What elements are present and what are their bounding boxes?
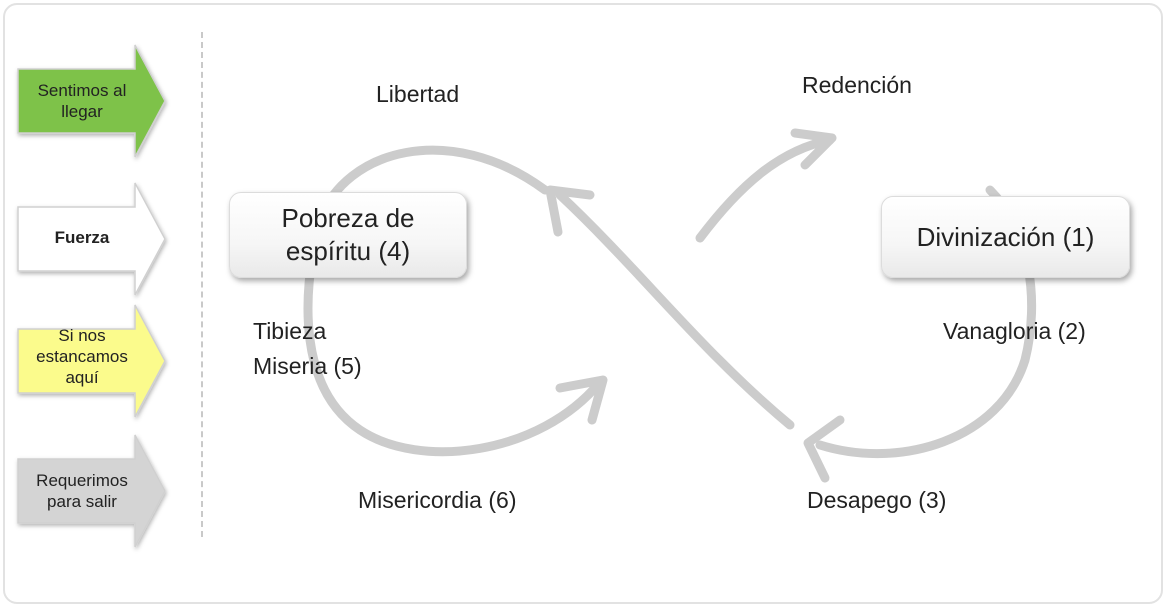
row-arrow-sentimos xyxy=(17,44,166,158)
box-divinizacion: Divinización (1) xyxy=(881,196,1130,278)
redencion-curve xyxy=(695,135,835,243)
arrowhead-desapego xyxy=(803,415,845,483)
arrowhead-redencion xyxy=(790,128,837,170)
dashed-divider xyxy=(201,32,203,537)
label-misericordia: Misericordia (6) xyxy=(358,487,517,513)
label-redencion: Redención xyxy=(802,72,912,98)
diagram-frame xyxy=(3,3,1163,604)
row-arrow-fuerza xyxy=(17,182,166,296)
left-loop-curve xyxy=(303,145,605,457)
label-miseria: Miseria (5) xyxy=(253,353,362,379)
label-desapego: Desapego (3) xyxy=(807,487,947,513)
label-vanagloria: Vanagloria (2) xyxy=(943,318,1086,344)
arrowhead-libertad xyxy=(545,185,595,237)
row-label-sentimos: Sentimos al llegar xyxy=(37,81,127,121)
row-label-estancamos: Si nos estancamos aquí xyxy=(36,325,128,387)
label-libertad: Libertad xyxy=(376,81,460,107)
box-pobreza: Pobreza de espíritu (4) xyxy=(229,192,467,278)
row-arrow-estancamos xyxy=(17,304,166,418)
row-label-requerimos: Requerimos para salir xyxy=(36,471,128,511)
row-label-fuerza: Fuerza xyxy=(54,227,110,247)
box-divinizacion-text: Divinización (1) xyxy=(916,221,1095,252)
arrowhead-misericordia xyxy=(555,375,608,425)
box-pobreza-text: Pobreza de espíritu (4) xyxy=(281,203,415,266)
row-arrow-requerimos xyxy=(17,434,166,548)
diagonal-curve xyxy=(555,190,795,430)
label-tibieza: Tibieza xyxy=(253,318,327,344)
